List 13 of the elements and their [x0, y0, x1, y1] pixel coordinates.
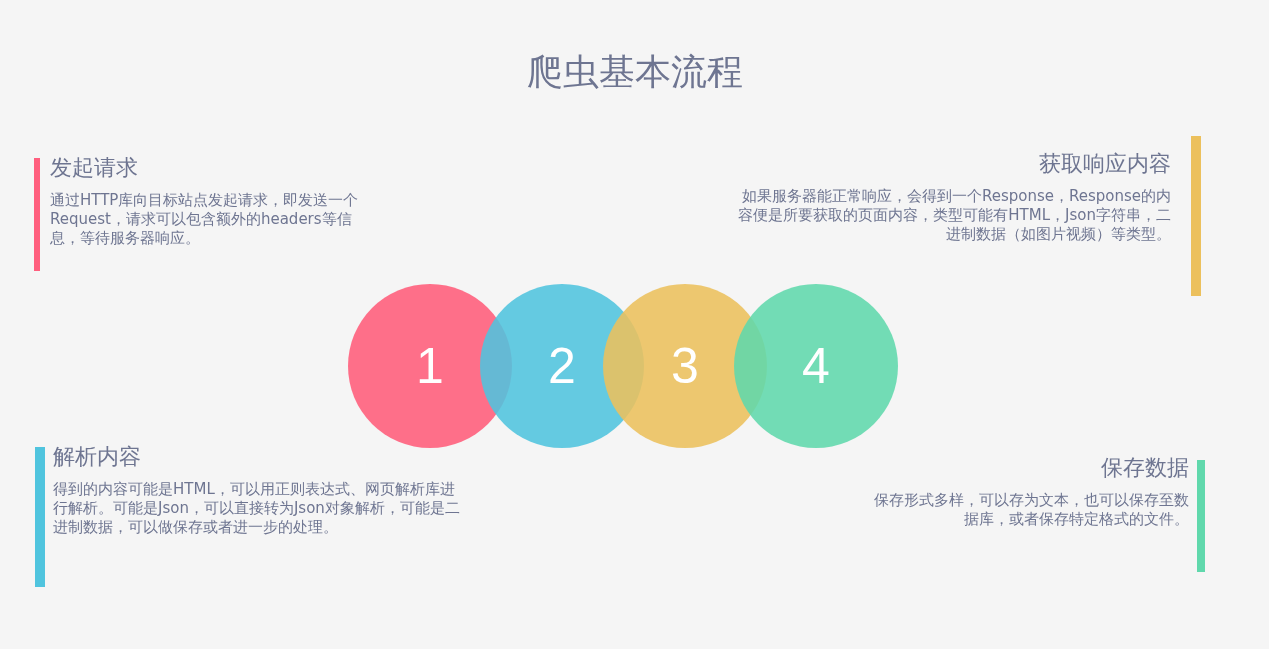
step-number: 2 [548, 338, 576, 394]
step-heading: 解析内容 [53, 443, 142, 471]
step-number: 1 [416, 338, 444, 394]
step-description: 保存形式多样，可以存为文本，也可以保存至数据库，或者保存特定格式的文件。 [873, 491, 1189, 529]
step-heading: 发起请求 [50, 154, 139, 182]
step-number: 3 [671, 338, 699, 394]
step-number: 4 [802, 338, 830, 394]
step-description: 如果服务器能正常响应，会得到一个Response，Response的内容便是所要获取的页面内容，类型可能有HTML，Json字符串，二进制数据（如图片视频）等类型。 [737, 187, 1171, 244]
diagram-title: 爬虫基本流程 [526, 50, 743, 94]
step-heading: 获取响应内容 [1038, 150, 1171, 178]
step-description: 通过HTTP库向目标站点发起请求，即发送一个Request，请求可以包含额外的headers等信息，等待服务器响应。 [50, 191, 360, 248]
step-heading: 保存数据 [1100, 454, 1189, 482]
step-description: 得到的内容可能是HTML，可以用正则表达式、网页解析库进行解析。可能是Json，可以直接转为Json对象解析，可能是二进制数据，可以做保存或者进一步的处理。 [53, 480, 461, 537]
